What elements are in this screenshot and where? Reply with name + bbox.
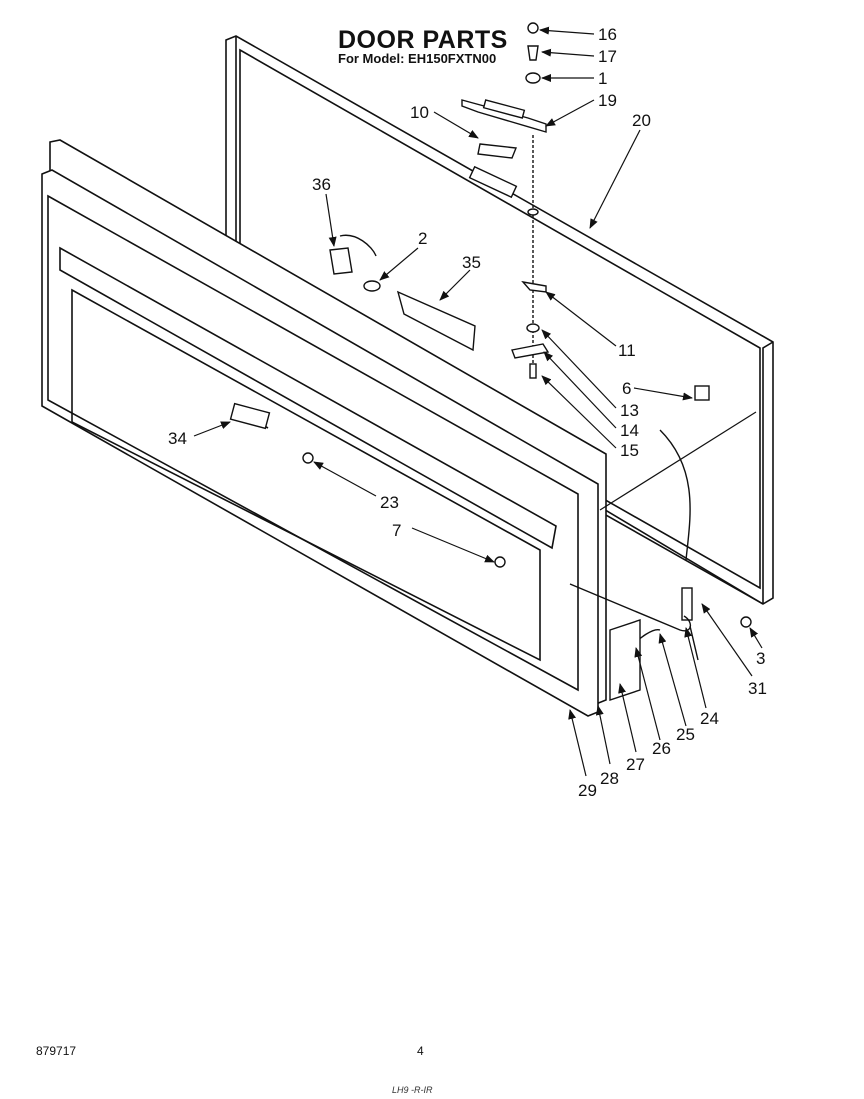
callout-31: 31 [748,679,767,698]
callout-1: 1 [598,69,607,88]
callout-11: 11 [618,341,636,360]
door-label [229,402,271,430]
switch-lamp-parts [329,234,476,352]
callout-14: 14 [620,421,639,440]
page-number: 4 [417,1044,424,1058]
callout-7: 7 [392,521,401,540]
callout-27: 27 [626,755,645,774]
callout-6: 6 [622,379,631,398]
hinge-hardware [461,22,550,379]
inner-door-liner [41,139,607,717]
callout-17: 17 [598,47,617,66]
screws [302,452,752,628]
callout-29: 29 [578,781,597,800]
handle-slot [468,143,518,199]
callout-3: 3 [756,649,765,668]
callout-26: 26 [652,739,671,758]
callout-36: 36 [312,175,331,194]
callout-15: 15 [620,441,639,460]
callout-20: 20 [632,111,651,130]
callout-25: 25 [676,725,695,744]
callout-13: 13 [620,401,639,420]
callout-35: 35 [462,253,481,272]
callout-23: 23 [380,493,399,512]
callout-34: 34 [168,429,187,448]
document-number: 879717 [36,1044,77,1058]
model-number: For Model: EH150FXTN00 [338,51,497,66]
callout-16: 16 [598,25,617,44]
callout-28: 28 [600,769,619,788]
callout-24: 24 [700,709,719,728]
footer-note: LH9 -R-IR [392,1085,433,1095]
callout-19: 19 [598,91,617,110]
callout-2: 2 [418,229,427,248]
diagram-title: DOOR PARTS [338,26,508,54]
callout-leaders [193,26,763,777]
callout-labels: 16 17 1 19 20 10 36 2 35 11 6 13 14 15 3… [168,25,767,800]
callout-10: 10 [410,103,429,122]
